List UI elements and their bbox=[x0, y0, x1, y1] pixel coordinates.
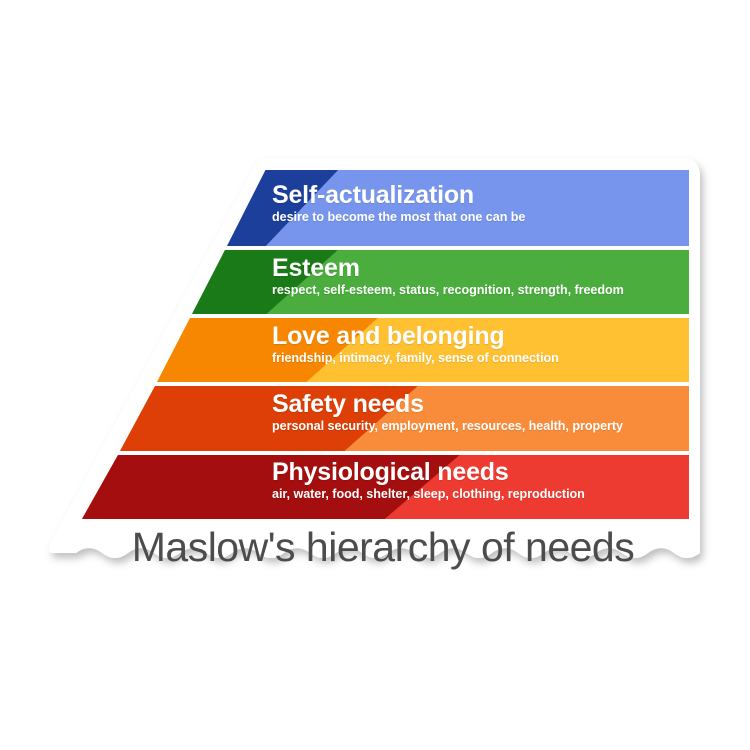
level-title-love-and-belonging: Love and belonging bbox=[272, 322, 505, 350]
level-description-self-actualization: desire to become the most that one can b… bbox=[272, 210, 526, 224]
pyramid-caption: Maslow's hierarchy of needs bbox=[131, 524, 635, 570]
level-title-safety-needs: Safety needs bbox=[272, 390, 424, 418]
level-description-safety-needs: personal security, employment, resources… bbox=[272, 419, 624, 433]
level-label-self-actualization: Self-actualization desire to become the … bbox=[272, 182, 525, 225]
pyramid-level-safety-needs[interactable] bbox=[90, 384, 695, 455]
level-label-physiological-needs: Physiological needs air, water, food, sh… bbox=[272, 459, 585, 502]
level-title-physiological-needs: Physiological needs bbox=[272, 458, 509, 486]
pyramid-level-self-actualization[interactable] bbox=[180, 168, 695, 250]
level-description-esteem: respect, self-esteem, status, recognitio… bbox=[272, 283, 624, 297]
level-title-esteem: Esteem bbox=[272, 254, 360, 282]
level-description-love-and-belonging: friendship, intimacy, family, sense of c… bbox=[272, 351, 559, 365]
level-label-love-and-belonging: Love and belonging friendship, intimacy,… bbox=[272, 323, 559, 366]
level-label-esteem: Esteem respect, self-esteem, status, rec… bbox=[272, 255, 624, 298]
level-title-self-actualization: Self-actualization bbox=[272, 181, 474, 209]
pyramid-level-physiological-needs[interactable] bbox=[60, 453, 695, 523]
level-description-physiological-needs: air, water, food, shelter, sleep, clothi… bbox=[272, 487, 585, 501]
level-label-safety-needs: Safety needs personal security, employme… bbox=[272, 391, 623, 434]
pyramid-level-love-and-belonging[interactable] bbox=[120, 316, 695, 386]
